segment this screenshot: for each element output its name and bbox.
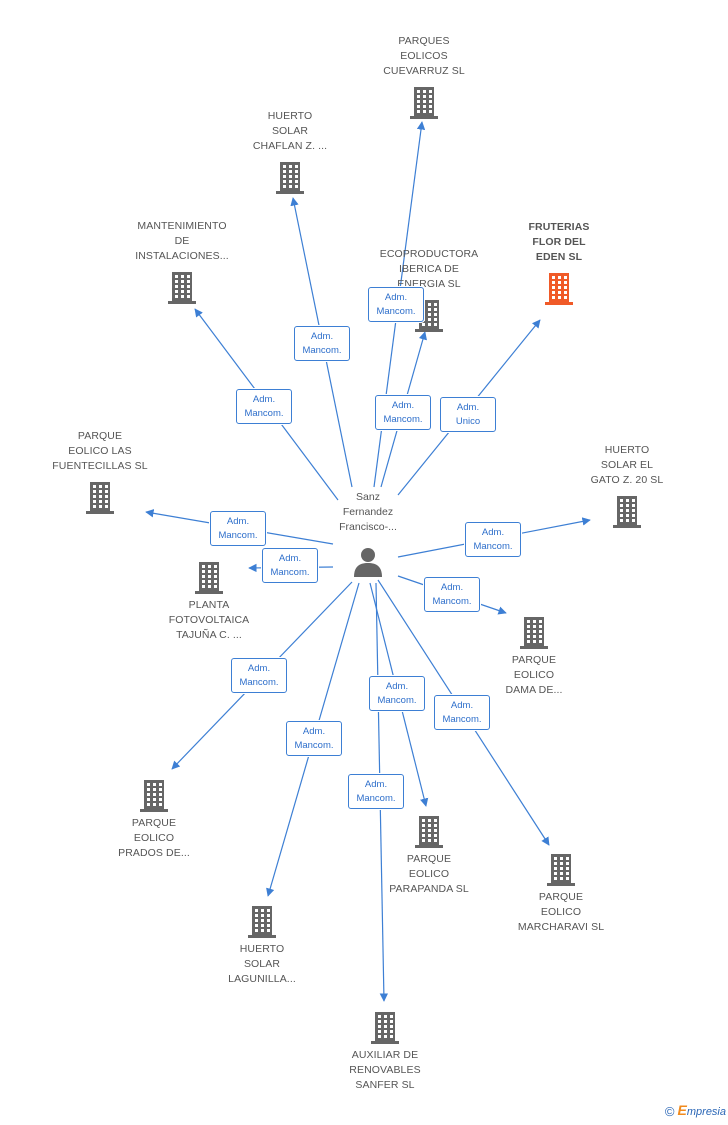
company-node-fruterias[interactable]: FRUTERIAS FLOR DEL EDEN SL (499, 220, 619, 305)
role-badge-fruterias[interactable]: Adm. Unico (440, 397, 496, 432)
company-node-cuevarruz[interactable]: PARQUES EOLICOS CUEVARRUZ SL (364, 34, 484, 119)
company-node-parapanda[interactable]: PARQUE EOLICO PARAPANDA SL (369, 814, 489, 897)
company-label: PARQUES EOLICOS CUEVARRUZ SL (383, 35, 465, 77)
role-badge-dama[interactable]: Adm. Mancom. (424, 577, 480, 612)
company-node-sanfer[interactable]: AUXILIAR DE RENOVABLES SANFER SL (325, 1010, 445, 1093)
company-label: ECOPRODUCTORA IBERICA DE ENERGIA SL (379, 248, 479, 290)
company-label: HUERTO SOLAR EL GATO Z. 20 SL (590, 444, 664, 486)
role-badge-marcharavi[interactable]: Adm. Mancom. (434, 695, 490, 730)
company-label: PARQUE EOLICO MARCHARAVI SL (517, 891, 605, 933)
company-label: HUERTO SOLAR LAGUNILLA... (228, 943, 296, 985)
role-badge-prados[interactable]: Adm. Mancom. (231, 658, 287, 693)
building-icon (140, 780, 168, 812)
role-badge-mantenimiento[interactable]: Adm. Mancom. (236, 389, 292, 424)
person-name: Sanz Fernandez Francisco-... (339, 491, 397, 533)
company-node-marcharavi[interactable]: PARQUE EOLICO MARCHARAVI SL (501, 852, 621, 935)
company-label: PARQUE EOLICO DAMA DE... (505, 654, 563, 696)
company-node-dama[interactable]: PARQUE EOLICO DAMA DE... (474, 615, 594, 698)
company-label: HUERTO SOLAR CHAFLAN Z. ... (252, 110, 328, 152)
building-icon (168, 272, 196, 304)
building-icon (248, 906, 276, 938)
company-label: FRUTERIAS FLOR DEL EDEN SL (528, 221, 590, 263)
company-label: PARQUE EOLICO PARAPANDA SL (389, 853, 469, 895)
company-node-lagunilla[interactable]: HUERTO SOLAR LAGUNILLA... (202, 904, 322, 987)
company-label: PLANTA FOTOVOLTAICA TAJUÑA C. ... (168, 599, 250, 641)
building-icon (276, 162, 304, 194)
company-node-chaflan[interactable]: HUERTO SOLAR CHAFLAN Z. ... (230, 109, 350, 194)
company-label: PARQUE EOLICO PRADOS DE... (118, 817, 190, 859)
company-node-gato[interactable]: HUERTO SOLAR EL GATO Z. 20 SL (567, 443, 687, 528)
brand-initial: E (677, 1102, 687, 1118)
building-icon (415, 816, 443, 848)
role-badge-fuentecillas[interactable]: Adm. Mancom. (210, 511, 266, 546)
brand-name: mpresia (686, 1106, 726, 1118)
building-icon (520, 617, 548, 649)
company-node-fuentecillas[interactable]: PARQUE EOLICO LAS FUENTECILLAS SL (40, 429, 160, 514)
company-node-prados[interactable]: PARQUE EOLICO PRADOS DE... (94, 778, 214, 861)
role-badge-lagunilla[interactable]: Adm. Mancom. (286, 721, 342, 756)
building-icon (545, 273, 573, 305)
company-node-tajuna[interactable]: PLANTA FOTOVOLTAICA TAJUÑA C. ... (149, 560, 269, 643)
role-badge-parapanda[interactable]: Adm. Mancom. (369, 676, 425, 711)
building-icon (547, 854, 575, 886)
role-badge-cuevarruz[interactable]: Adm. Mancom. (368, 287, 424, 322)
company-label: PARQUE EOLICO LAS FUENTECILLAS SL (52, 430, 148, 472)
building-icon (371, 1012, 399, 1044)
building-icon (410, 87, 438, 119)
role-badge-chaflan[interactable]: Adm. Mancom. (294, 326, 350, 361)
company-node-mantenimiento[interactable]: MANTENIMIENTO DE INSTALACIONES... (122, 219, 242, 304)
footer-brand[interactable]: © Empresia (665, 1102, 726, 1119)
copyright-symbol: © (664, 1104, 675, 1119)
building-icon (613, 496, 641, 528)
role-badge-tajuna[interactable]: Adm. Mancom. (262, 548, 318, 583)
role-badge-gato[interactable]: Adm. Mancom. (465, 522, 521, 557)
company-label: MANTENIMIENTO DE INSTALACIONES... (135, 220, 229, 262)
building-icon (195, 562, 223, 594)
role-badge-ecoproductora[interactable]: Adm. Mancom. (375, 395, 431, 430)
person-icon (354, 548, 382, 577)
role-badge-sanfer[interactable]: Adm. Mancom. (348, 774, 404, 809)
center-person[interactable]: Sanz Fernandez Francisco-... (323, 490, 413, 584)
company-label: AUXILIAR DE RENOVABLES SANFER SL (349, 1049, 421, 1091)
building-icon (86, 482, 114, 514)
